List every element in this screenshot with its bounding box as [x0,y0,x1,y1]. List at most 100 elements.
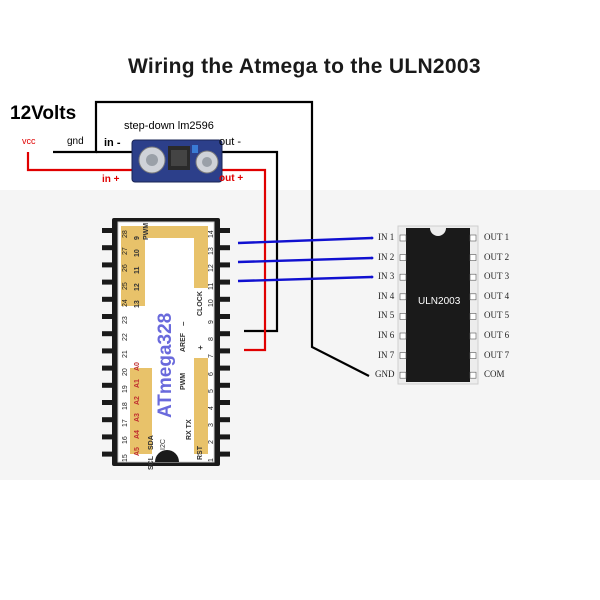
atmega-pin-number-25: 25 [122,281,129,290]
atmega-pin-23 [102,314,112,319]
uln-left-pin-1 [399,234,407,242]
atmega-pin-17 [102,417,112,423]
digital-highlight-top [194,226,208,288]
atmega-pin-number-24: 24 [122,299,129,307]
atmega-pin-number-3: 3 [208,423,215,428]
atmega-pin-number-15: 15 [122,453,129,462]
atmega-pin-21 [102,348,112,354]
atmega-pin-number-13: 13 [208,247,215,256]
regulator-in-plus-label: in + [102,174,120,185]
atmega-pin-28 [102,228,112,233]
atmega-scl-label: SCL [148,456,155,470]
atmega-notch [155,450,179,462]
atmega-right-pins [220,228,230,457]
uln-right-pin-14 [469,273,477,281]
atmega-pin-number-23: 23 [122,316,129,324]
regulator-out-minus-label: out - [219,136,242,148]
atmega-pin-4 [220,400,230,405]
uln-body [406,228,470,382]
atmega-pin-number-2: 2 [208,440,215,445]
diagram-title: Wiring the Atmega to the ULN2003 [128,55,481,78]
signal-wires [237,236,373,283]
uln-output-label-3: OUT 3 [484,271,510,282]
analog-highlight [130,368,152,454]
atmega-pin-number-19: 19 [122,385,129,393]
uln-left-pin-7 [399,352,407,359]
atmega-pwm-label-bottom: PWM [180,372,187,390]
atmega-pin-number-28: 28 [122,230,129,238]
atmega-pin-16 [102,434,112,440]
signal-wire-in2 [237,256,373,264]
atmega-pin-number-9: 9 [208,320,215,324]
board-background [0,190,600,480]
atmega-pin-number-6: 6 [208,371,215,376]
atmega-pin-7 [220,348,230,354]
atmega-clock-label: CLOCK [197,291,204,316]
atmega-pin-number-5: 5 [208,388,215,393]
atmega-analog-A2: A2 [134,396,141,405]
atmega-pin-number-8: 8 [208,337,215,342]
uln-input-label-6: IN 6 [378,330,395,340]
regulator-out-plus-label: out + [219,173,244,184]
uln-right-pin-16 [469,234,477,242]
atmega-pin-19 [102,382,112,388]
atmega-pin-22 [102,331,112,337]
atmega-pin-9 [220,314,230,319]
atmega-pin-2 [220,434,230,440]
atmega-pin-number-1: 1 [208,457,215,462]
uln-left-pin-6 [399,332,407,340]
uln-right-pin-9 [469,371,477,379]
atmega-plus-label: + [196,345,205,350]
atmega-i2c-label: I2C [160,439,167,450]
uln-left-pin-4 [399,293,407,301]
uln-right-pin-10 [469,352,477,359]
atmega-pin-14 [220,228,230,233]
atmega-pin-15 [102,451,112,457]
atmega-rx-tx-label: RX TX [186,419,193,440]
atmega-pin-number-10: 10 [208,299,215,307]
atmega-pin-26 [102,262,112,268]
atmega-pin-20 [102,365,112,371]
atmega-pin-number-7: 7 [208,354,215,359]
atmega-pin-number-18: 18 [122,402,129,410]
ground-wire-to-uln [53,100,370,377]
uln-input-label-2: IN 2 [378,251,395,262]
uln-right-pin-15 [469,254,477,261]
uln-left-pin-5 [399,313,407,320]
atmega-pin-1 [220,451,230,457]
atmega-analog-A0: A0 [134,362,141,371]
uln-input-label-4: IN 4 [378,290,395,301]
uln-output-label-7: OUT 7 [484,349,510,360]
uln-right-pin-13 [469,293,477,301]
uln-input-label-5: IN 5 [378,310,395,321]
uln-left-pin-3 [399,273,407,281]
uln2003-chip [397,225,479,385]
atmega-pin-24 [102,296,112,302]
atmega-pin-number-14: 14 [208,230,215,238]
uln-left-pin-8 [399,371,407,379]
uln-input-label-8: GND [375,369,395,380]
atmega-digital-10: 10 [134,249,141,257]
atmega-digital-12: 12 [134,283,141,291]
atmega-pin-18 [102,400,112,405]
vcc-label: vcc [22,136,36,146]
supply-voltage-label: 12Volts [10,103,77,124]
uln-right-pin-11 [469,332,477,340]
regulator-label: step-down lm2596 [124,120,214,132]
uln-pins [399,234,477,379]
atmega-pin-25 [102,279,112,285]
digital-highlight-bottom [194,358,208,454]
gnd-label: gnd [67,136,84,147]
atmega-pin-number-16: 16 [122,436,129,445]
uln-output-label-6: OUT 6 [484,330,510,340]
uln-output-label-2: OUT 2 [484,251,510,262]
pins-9-13-highlight [121,226,145,306]
atmega-pin-12 [220,262,230,268]
atmega-pin-5 [220,382,230,388]
uln-output-label-1: OUT 1 [484,232,510,242]
atmega-pwm-label-top: PWM [143,222,150,240]
atmega-chip-name: ATmega328 [155,312,176,418]
positive-wire-vcc [26,152,140,172]
